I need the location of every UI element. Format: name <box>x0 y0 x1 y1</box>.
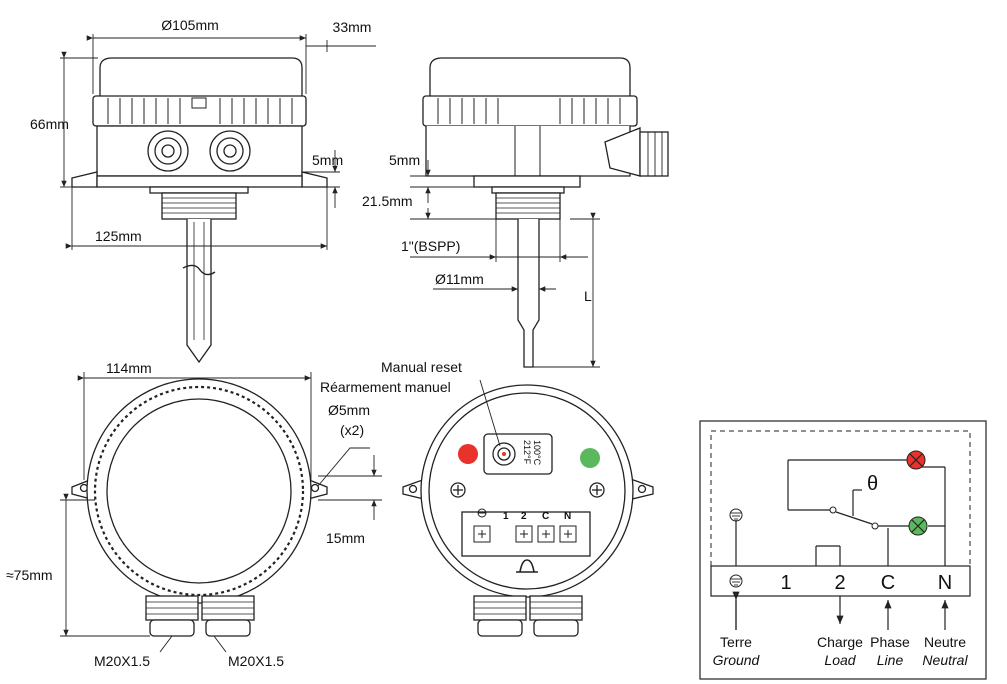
ground-label-fr: Terre <box>720 634 752 650</box>
dim-width-bottom: 114mm <box>106 360 152 376</box>
dim-hole-count: (x2) <box>340 422 364 438</box>
reset-label-en: Manual reset <box>381 359 462 375</box>
side-dimensions <box>410 160 600 368</box>
reset-temp-c: 100°C <box>532 440 542 466</box>
schematic-red-lamp-cross <box>909 453 923 467</box>
svg-text:2: 2 <box>521 511 527 522</box>
dim-length: L <box>584 288 592 304</box>
load-label-en: Load <box>824 652 856 668</box>
dim-stem-diameter: Ø11mm <box>435 271 484 287</box>
reset-label-fr: Réarmement manuel <box>320 379 451 395</box>
ring-ribs <box>107 97 293 124</box>
open-view-terminal-labels: 1 2 C N <box>503 511 571 522</box>
dim-gland-right: M20X1.5 <box>228 653 284 669</box>
schematic-theta: θ <box>867 473 878 495</box>
svg-text:C: C <box>542 511 549 522</box>
dim-hole: Ø5mm <box>328 402 370 418</box>
open-view <box>402 379 654 637</box>
red-lamp <box>458 444 478 464</box>
dim-gland-left: M20X1.5 <box>94 653 150 669</box>
schematic-green-lamp-cross <box>911 519 925 533</box>
dim-diameter-top: Ø105mm <box>161 17 219 33</box>
svg-text:1: 1 <box>780 572 791 594</box>
load-label-fr: Charge <box>817 634 863 650</box>
green-lamp <box>580 448 600 468</box>
side-view <box>422 57 669 368</box>
front-dimensions <box>60 34 376 250</box>
reset-temp-f: 212°F <box>522 440 532 465</box>
neutral-label-en: Neutral <box>922 652 968 668</box>
dim-top-right: 33mm <box>333 19 372 35</box>
wiring-schematic <box>699 420 987 680</box>
svg-text:C: C <box>881 572 895 594</box>
svg-text:N: N <box>938 572 952 594</box>
ground-label-en: Ground <box>713 652 761 668</box>
bottom-view <box>71 378 328 637</box>
dim-side-5mm: 5mm <box>389 152 420 168</box>
line-label-fr: Phase <box>870 634 910 650</box>
dim-width-base: 125mm <box>95 228 142 244</box>
bottom-dimensions <box>60 372 382 653</box>
dim-thread: 1"(BSPP) <box>401 238 460 254</box>
schematic-terminal-labels: 1 2 C N <box>780 572 952 594</box>
svg-text:1: 1 <box>503 511 509 522</box>
line-label-en: Line <box>877 652 904 668</box>
neutral-label-fr: Neutre <box>924 634 966 650</box>
svg-text:N: N <box>564 511 571 522</box>
front-view <box>71 57 328 364</box>
dim-gap-side: 5mm <box>312 152 343 168</box>
dim-side-21-5mm: 21.5mm <box>362 193 413 209</box>
dim-height-left: 66mm <box>30 116 69 132</box>
dim-mount-15mm: 15mm <box>326 530 365 546</box>
reset-dot <box>502 452 506 456</box>
dim-approx-height: ≈75mm <box>6 567 53 583</box>
svg-text:2: 2 <box>834 572 845 594</box>
